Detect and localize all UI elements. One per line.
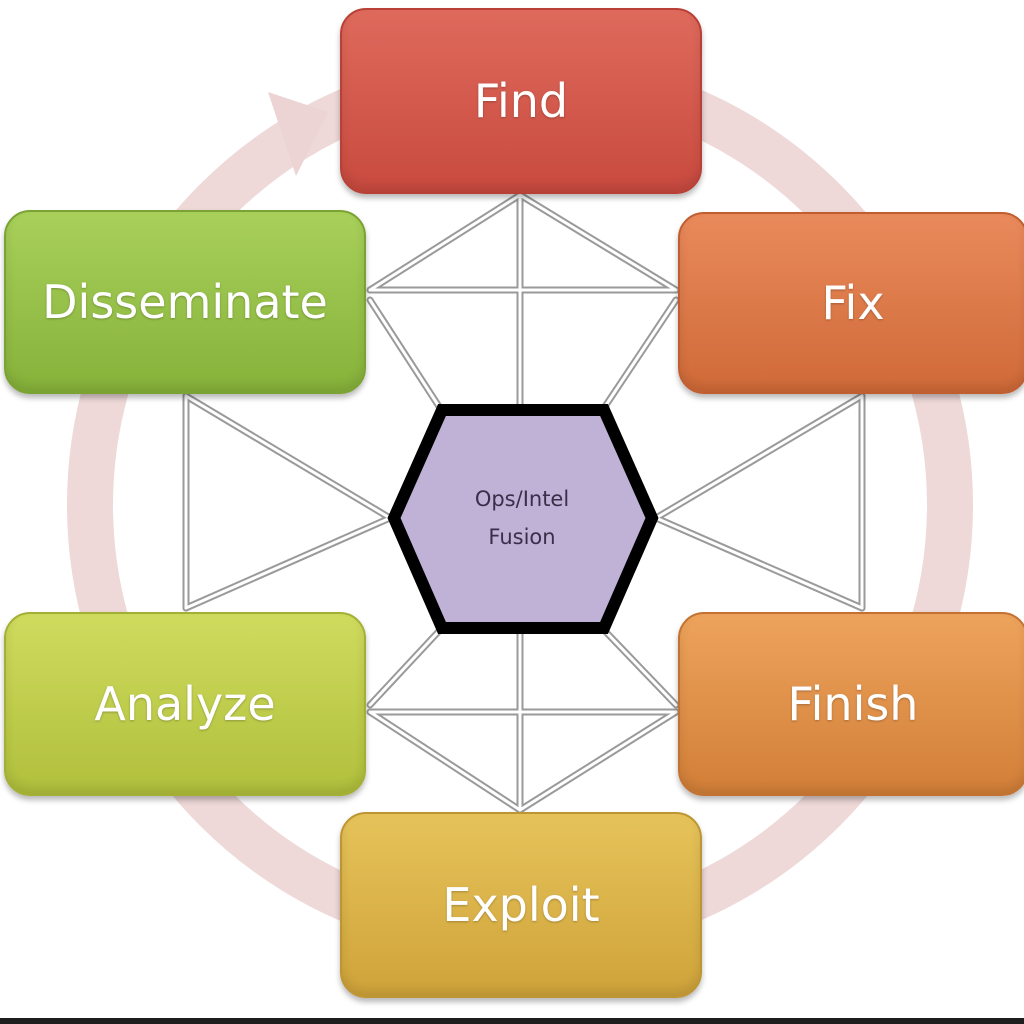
stage-find-label: Find <box>473 74 569 128</box>
stage-exploit-label: Exploit <box>442 878 600 932</box>
stage-find: Find <box>340 8 702 194</box>
stage-fix: Fix <box>678 212 1024 394</box>
stage-analyze-label: Analyze <box>94 677 276 731</box>
stage-exploit: Exploit <box>340 812 702 998</box>
stage-finish-label: Finish <box>787 677 919 731</box>
center-label: Ops/Intel Fusion <box>432 478 612 558</box>
stage-finish: Finish <box>678 612 1024 796</box>
stage-fix-label: Fix <box>821 276 885 330</box>
center-label-line2: Fusion <box>488 525 556 549</box>
stage-analyze: Analyze <box>4 612 366 796</box>
center-hexagon <box>387 404 659 634</box>
bottom-border-bar <box>0 1018 1024 1024</box>
cycle-arrow-head <box>268 92 328 176</box>
connector-lines <box>182 191 866 814</box>
stage-disseminate-label: Disseminate <box>42 275 328 329</box>
center-label-line1: Ops/Intel <box>474 487 570 511</box>
stage-disseminate: Disseminate <box>4 210 366 394</box>
